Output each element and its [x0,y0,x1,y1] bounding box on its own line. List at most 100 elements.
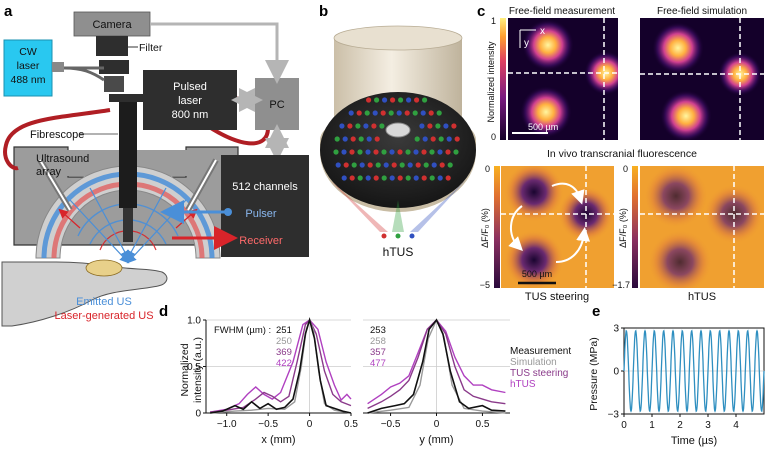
htus-element [422,97,428,103]
panel-label-a: a [4,3,13,20]
receiver-label: Receiver [239,235,283,247]
laser-us-label: Laser-generated US [54,310,153,322]
scalebar-top-label: 500 µm [528,122,558,132]
fibre-cable [3,108,111,171]
x-axis-label: Time (µs) [671,435,717,447]
htus-element [349,149,355,155]
htus-element [404,110,410,116]
htus-element [350,136,356,142]
fluo-left-min: −5 [480,280,490,290]
fwhm-x-value: 422 [276,358,292,369]
map-tus-steering [501,166,614,288]
htus-element [413,149,419,155]
htus-element [373,175,379,181]
htus-element-grid [333,97,460,181]
htus-element [373,149,379,155]
htus-element [349,175,355,181]
htus-element [405,175,411,181]
panel-b-htus: hTUS [320,25,476,259]
in-vivo-title: In vivo transcranial fluorescence [547,148,697,160]
fluo-left-max: 0 [485,164,490,174]
emitted-us-label: Emitted US [76,296,132,308]
htus-element [366,136,372,142]
fwhm-label: FWHM (µm) : [214,325,271,336]
y-tick-label: 3 [613,324,619,335]
htus-dot-blue [409,233,415,239]
htus-element [415,162,421,168]
series-line-htus [209,319,352,413]
htus-element [371,123,377,129]
x-tick-label: 0.5 [475,419,489,430]
fibrescope-tip [123,208,133,242]
htus-element [397,149,403,155]
intensity-cbar-label: Normalized intensity [486,41,496,123]
fwhm-y-value: 253 [370,325,386,336]
map-title-measurement: Free-field measurement [509,6,615,17]
htus-aperture [385,122,411,138]
x-tick-label: 0 [621,420,627,431]
htus-element [342,136,348,142]
htus-element [423,162,429,168]
htus-element [405,149,411,155]
htus-element [421,149,427,155]
legend-entry: hTUS [510,379,536,390]
htus-element [454,136,460,142]
htus-element [430,136,436,142]
htus-element [364,110,370,116]
htus-element [396,110,402,116]
htus-element [406,97,412,103]
intensity-cbar-max: 1 [491,16,496,26]
cw-laser-box [3,39,53,97]
x-axis-label: y (mm) [419,434,453,446]
fluo-left-label: ΔF/F₀ (%) [480,208,490,248]
htus-element [419,123,425,129]
htus-element [445,175,451,181]
map-title-htus: hTUS [688,291,716,303]
htus-element [389,175,395,181]
x-tick-label: 1 [649,420,655,431]
htus-element [357,175,363,181]
htus-element [348,110,354,116]
dichroic-block [104,76,124,92]
panel-label-e: e [592,303,600,320]
htus-element [372,110,378,116]
htus-element [414,136,420,142]
x-tick-label: −0.5 [258,419,278,430]
map-title-simulation: Free-field simulation [657,6,747,17]
htus-element [397,175,403,181]
filter-block [99,60,129,74]
htus-element [374,97,380,103]
htus-element [347,123,353,129]
htus-element [382,97,388,103]
map-simulation [640,18,764,140]
filter-label: Filter [139,42,163,54]
htus-element [357,149,363,155]
panel-label-d: d [159,303,168,320]
fwhm-y-value: 357 [370,347,386,358]
legend-entry: TUS steering [510,368,568,379]
htus-element [414,97,420,103]
htus-element [390,97,396,103]
htus-element [407,162,413,168]
panel-d-profiles: Normalized intensity (a.u.) 00.51.0−1.0−… [179,316,571,447]
y-tick-label: 0 [613,367,619,378]
htus-dot-red [381,233,387,239]
htus-element [335,162,341,168]
htus-element [391,162,397,168]
fwhm-x-value: 250 [276,336,292,347]
cw-coupler [52,62,64,72]
htus-element [363,123,369,129]
map-measurement [508,18,618,140]
htus-element [439,162,445,168]
y-tick-label: −3 [608,410,620,421]
htus-element [453,149,459,155]
htus-element [428,110,434,116]
htus-element [367,162,373,168]
axis-y-label: y [524,38,529,49]
htus-element [374,136,380,142]
